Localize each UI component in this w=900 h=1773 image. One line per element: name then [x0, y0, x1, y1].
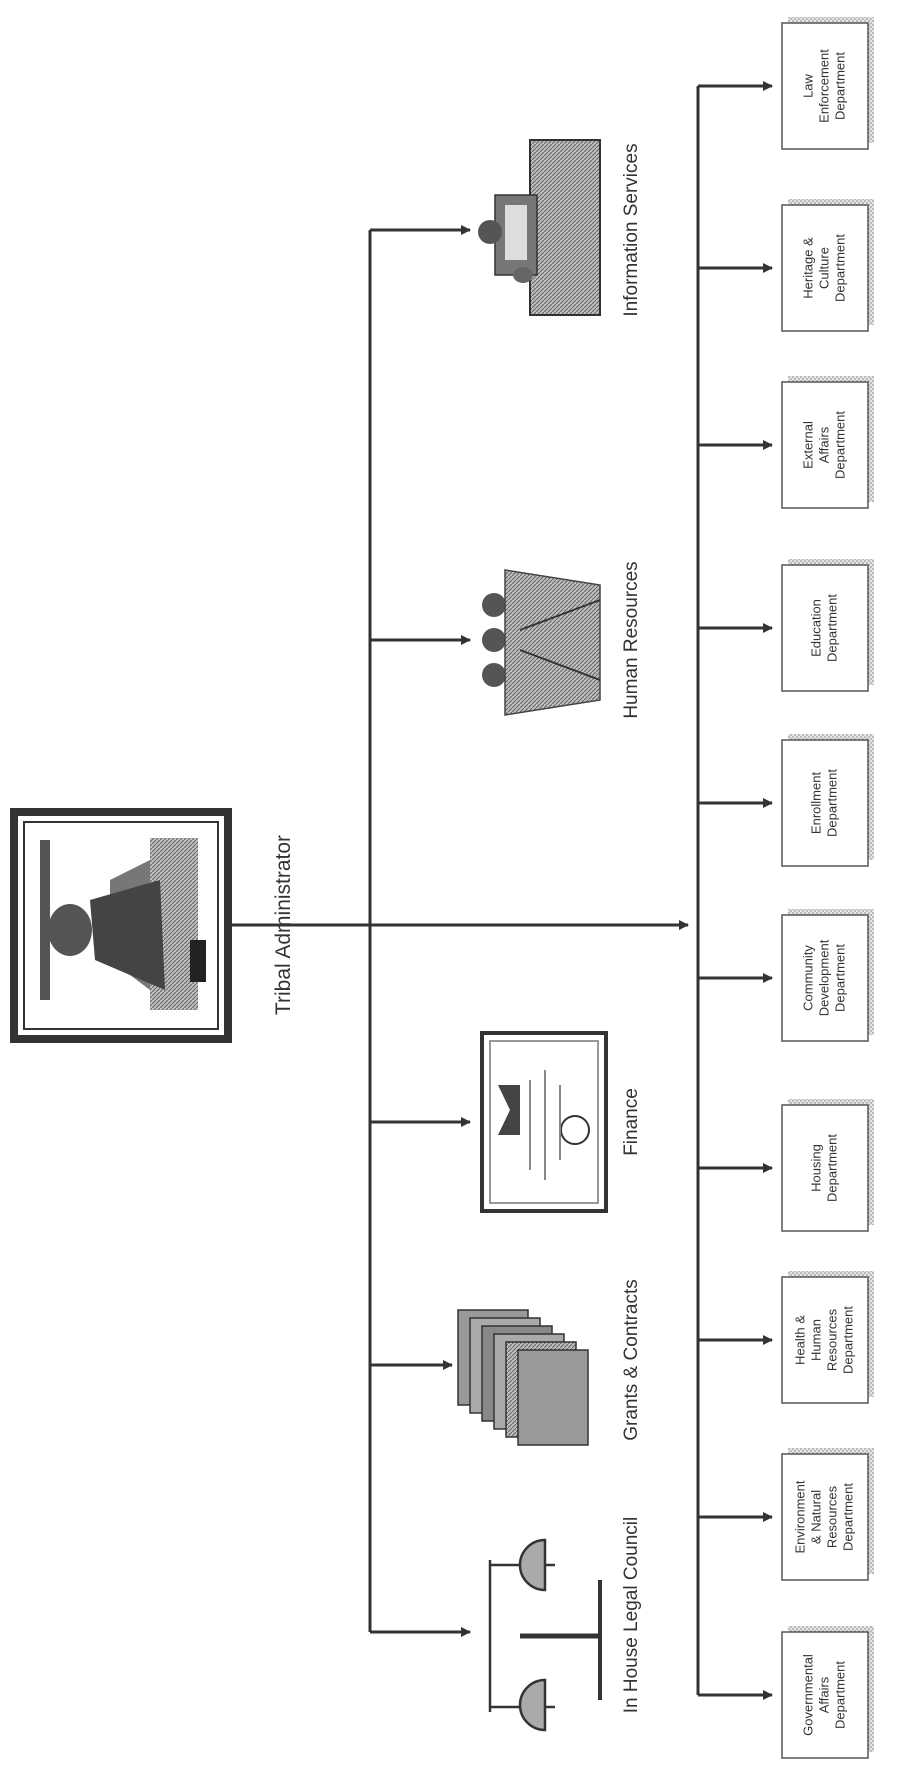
department-label-line: Department: [824, 1134, 839, 1202]
certificate-icon: [480, 1031, 608, 1213]
department-label-line: Enrollment: [808, 772, 823, 835]
unit-label: Finance: [621, 1088, 642, 1156]
department-label-line: Resources: [824, 1308, 839, 1371]
department-label-line: Department: [824, 594, 839, 662]
department-label-line: Department: [832, 411, 847, 479]
scales-icon: [488, 1538, 602, 1732]
unit-label: In House Legal Council: [621, 1517, 642, 1713]
computer-desk-icon: [478, 139, 601, 316]
department-label-line: Community: [800, 945, 815, 1011]
department-label-line: Department: [832, 1661, 847, 1729]
department-box-frame: [781, 381, 869, 509]
department-label-line: Department: [832, 234, 847, 302]
unit-label: Information Services: [621, 143, 642, 316]
department-box-frame: [781, 1104, 869, 1232]
unit-label: Human Resources: [621, 561, 642, 718]
department-label-line: & Natural: [808, 1490, 823, 1544]
department-label-line: Resources: [824, 1485, 839, 1548]
department-box-frame: [781, 1276, 869, 1404]
department-label-line: Heritage &: [800, 237, 815, 299]
administrator-portrait: [10, 808, 232, 1043]
department-label-line: Culture: [816, 247, 831, 289]
people-icon: [482, 569, 601, 716]
department-label-line: External: [800, 421, 815, 469]
department-box-frame: [781, 22, 869, 150]
department-label-line: Education: [808, 599, 823, 657]
department-box-frame: [781, 1453, 869, 1581]
unit-finance: Finance: [480, 1031, 642, 1213]
department-label-line: Department: [840, 1306, 855, 1374]
department-label-line: Human: [808, 1319, 823, 1361]
unit-information-services: Information Services: [478, 139, 642, 317]
department-label-line: Affairs: [816, 426, 831, 463]
department-label-line: Department: [840, 1483, 855, 1551]
department-box-frame: [781, 564, 869, 692]
department-box-frame: [781, 204, 869, 332]
administrator-node: Tribal Administrator: [10, 808, 295, 1043]
department-label-line: Enforcement: [816, 49, 831, 123]
department-label-line: Affairs: [816, 1676, 831, 1713]
department-label-line: Department: [824, 769, 839, 837]
unit-human-resources: Human Resources: [482, 561, 642, 719]
department-label-line: Law: [800, 73, 815, 97]
department-label-line: Environment: [792, 1480, 807, 1553]
department-label-line: Governmental: [800, 1654, 815, 1736]
department-label-line: Housing: [808, 1144, 823, 1192]
department-box-frame: [781, 739, 869, 867]
unit-label: Grants & Contracts: [621, 1279, 642, 1441]
connectors: [232, 81, 773, 1700]
department-box-frame: [781, 914, 869, 1042]
department-label-line: Department: [832, 52, 847, 120]
department-label-line: Department: [832, 944, 847, 1012]
administrator-title: Tribal Administrator: [272, 835, 295, 1015]
department-label-line: Development: [816, 939, 831, 1016]
unit-legal-council: In House Legal Council: [488, 1517, 642, 1732]
department-label-line: Health &: [792, 1315, 807, 1365]
documents-icon: [457, 1309, 589, 1446]
department-box-frame: [781, 1631, 869, 1759]
unit-grants-contracts: Grants & Contracts: [457, 1279, 642, 1446]
